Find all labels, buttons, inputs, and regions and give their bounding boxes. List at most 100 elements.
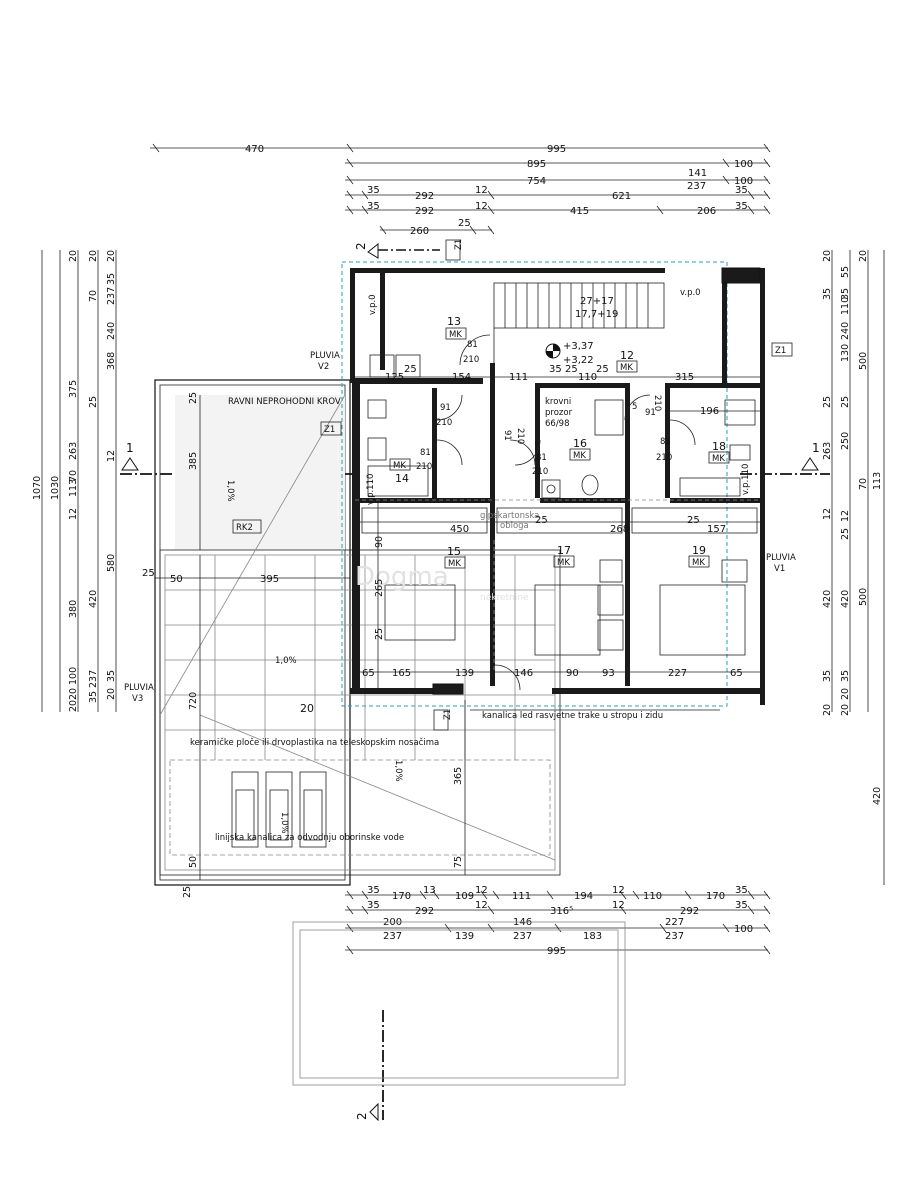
dim-right-c2-420b: 420 [872, 787, 883, 805]
stair-label-bottom: 17,7+19 [575, 309, 618, 320]
dim-right-c3-35b: 35 [822, 670, 833, 682]
dim-right-c2-35b: 35 [840, 670, 851, 682]
vp110-right-label: v.p.110 [741, 464, 751, 495]
dim-left-c3-20c: 20 [68, 700, 79, 712]
dim-int-165: 165 [392, 668, 411, 679]
right-dimension-lines [831, 250, 885, 885]
pluvia-v3-label-b: V3 [132, 694, 143, 704]
dim-int-157: 157 [707, 524, 726, 535]
dim-left-c5-20b: 20 [106, 688, 117, 700]
dim-left-c4-70: 70 [88, 290, 99, 302]
dim-100b: 100 [734, 176, 753, 187]
section-2-top-label: 2 [354, 242, 368, 250]
dim-int-25b: 25 [565, 364, 578, 375]
dim-int-125: 125 [385, 372, 404, 383]
dim-right-c2-110: 110 [840, 297, 851, 315]
bottom-dimension-labels: 35 170 13 109 12 111 194 12 110 170 35 3… [367, 885, 753, 957]
bottom-dimension-lines [345, 890, 771, 955]
room-12-tag: MK [620, 363, 633, 373]
dim-int-139: 139 [455, 668, 474, 679]
dim-b1-12b: 12 [612, 885, 625, 896]
dim-141: 141 [688, 168, 707, 179]
watermark-sub: nekretnine [480, 593, 529, 603]
dim-int-25d: 25 [535, 515, 548, 526]
dim-int-25a: 25 [404, 364, 417, 375]
dim-right-c3-12: 12 [822, 508, 833, 520]
pluvia-v2-label-a: PLUVIA [310, 351, 340, 361]
dim-v-365: 365 [453, 767, 464, 785]
slope-roof: 1,0% [225, 480, 235, 502]
dim-left-1070: 1070 [32, 476, 43, 500]
dim-left-1030: 1030 [50, 476, 61, 500]
pluvia-v3-label-a: PLUVIA [124, 683, 154, 693]
door-14b-w: 81 [420, 448, 431, 458]
dim-292a: 292 [415, 191, 434, 202]
dim-b2-12b: 12 [612, 900, 625, 911]
room-13-tag: MK [449, 330, 462, 340]
dim-b2-12a: 12 [475, 900, 488, 911]
door-13-w: 81 [467, 340, 478, 350]
room-labels: 13 MK 12 MK MK 14 16 MK 18 MK 15 MK 17 M… [389, 315, 730, 569]
dim-left-100: 100 [68, 667, 79, 685]
dim-b1-12a: 12 [475, 885, 488, 896]
dim-b2-292a: 292 [415, 906, 434, 917]
room-18-tag: MK [712, 454, 725, 464]
dim-right-c3-20b: 20 [822, 704, 833, 716]
dim-right-c2-420: 420 [840, 590, 851, 608]
dim-right-c3-420: 420 [822, 590, 833, 608]
dim-b1-194: 194 [574, 891, 593, 902]
dim-b1-35b: 35 [735, 885, 748, 896]
room-14-tag: MK [393, 461, 406, 471]
room-18-number: 18 [712, 440, 726, 453]
dim-right-c2-25: 25 [840, 396, 851, 408]
dim-right-c2-12: 12 [840, 510, 851, 522]
room-17-tag: MK [557, 558, 570, 568]
level-322: +3,22 [563, 355, 594, 366]
dim-right-c1-500: 500 [858, 352, 869, 370]
room-16-number: 16 [573, 437, 587, 450]
z1-bottom-label: Z1 [443, 709, 453, 720]
dim-right-c2-113: 113 [872, 472, 883, 490]
dim-b1-111: 111 [512, 891, 531, 902]
dim-left-c3-20b: 20 [68, 688, 79, 700]
room-15-number: 15 [447, 545, 461, 558]
dim-left-c5-35: 35 [106, 273, 117, 285]
dim-left-c4-237: 237 [88, 670, 99, 688]
dim-415: 415 [570, 206, 589, 217]
dim-b3-183: 183 [583, 931, 602, 942]
dim-left-50: 50 [170, 574, 183, 585]
dim-left-c5-20: 20 [106, 250, 117, 262]
staircase [493, 282, 665, 363]
dim-206: 206 [697, 206, 716, 217]
dim-754: 754 [527, 176, 546, 187]
dim-int-196: 196 [700, 406, 719, 417]
dim-left-70: 70 [68, 470, 79, 482]
door-swings [436, 334, 696, 691]
dim-right-c2-25b: 25 [840, 528, 851, 540]
dim-left-113: 113 [68, 479, 79, 497]
dim-b1-170b: 170 [706, 891, 725, 902]
dim-260: 260 [410, 226, 429, 237]
dim-int-65b: 65 [730, 668, 743, 679]
dim-right-c2-500b: 500 [858, 588, 869, 606]
dim-b2-35b: 35 [735, 900, 748, 911]
dim-v-75: 75 [453, 856, 464, 868]
dim-int-35: 35 [549, 364, 562, 375]
dim-12b: 12 [475, 201, 488, 212]
dim-left-12: 12 [68, 508, 79, 520]
terrace-dim-labels: 25 50 395 385 720 365 50 25 75 25 [142, 392, 464, 898]
dim-b1-110: 110 [643, 891, 662, 902]
door-16a-h: 210 [515, 428, 525, 444]
vpo-right-label: v.p.0 [680, 288, 701, 298]
led-note: kanalica led rasvjetne trake u stropu i … [482, 711, 663, 721]
dim-b4-995: 995 [547, 946, 566, 957]
left-dimension-labels: 1070 1030 20 375 263 70 113 12 380 100 2… [32, 250, 117, 712]
dim-right-c2-240: 240 [840, 322, 851, 340]
dim-b3-227: 227 [665, 917, 684, 928]
dim-470: 470 [245, 144, 264, 155]
dim-int-268: 268 [610, 524, 629, 535]
z1-right-label: Z1 [775, 346, 786, 356]
level-337: +3,37 [563, 341, 594, 352]
dim-b1-170a: 170 [392, 891, 411, 902]
dim-b2-3165: 316⁵ [550, 906, 573, 917]
